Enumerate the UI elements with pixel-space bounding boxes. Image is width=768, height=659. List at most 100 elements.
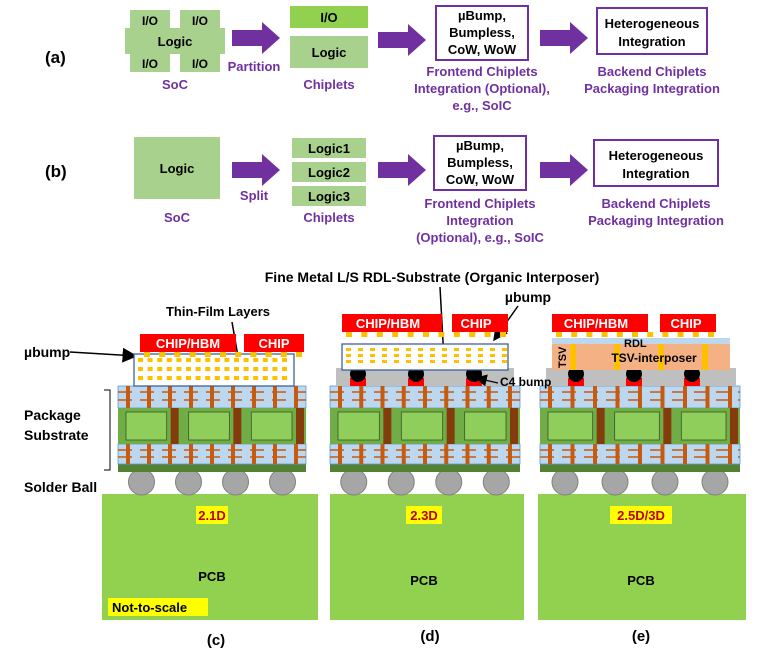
chip (452, 314, 508, 332)
rdl-trace (442, 354, 447, 357)
chip (660, 314, 716, 332)
rdl-trace (406, 360, 411, 363)
buildup-via (168, 444, 172, 464)
thin-film-trace (195, 358, 201, 362)
thin-film-trace (224, 367, 230, 371)
ubump (586, 332, 593, 337)
row-b-label: (b) (45, 162, 67, 181)
tsv-interposer-label: TSV-interposer (611, 351, 697, 365)
thin-film-trace (205, 376, 211, 380)
rdl-trace (502, 348, 507, 351)
rdl-trace (382, 360, 387, 363)
rdl-trace (406, 348, 411, 351)
thin-film-trace (166, 376, 172, 380)
buildup-via (615, 386, 620, 408)
thin-film-trace (272, 367, 278, 371)
tag-background (406, 506, 442, 524)
ubump (556, 332, 562, 337)
core-via (296, 408, 304, 444)
panel-caption: (e) (632, 628, 650, 645)
rdl-trace (502, 360, 507, 363)
buildup-via (638, 444, 642, 464)
frontend-caption-line: (Optional), e.g., SoIC (416, 230, 544, 245)
buildup-via (252, 386, 256, 408)
core-cell (680, 411, 727, 441)
ubump (159, 352, 166, 357)
thin-film-trace (253, 358, 259, 362)
solder-ball (651, 468, 679, 496)
buildup-via (638, 386, 642, 408)
frontend-caption-line: e.g., SoIC (452, 98, 512, 113)
solder-ball (222, 468, 249, 496)
thin-film-trace (157, 376, 163, 380)
row-a-soc: I/O I/O I/O I/O Logic SoC (125, 10, 225, 92)
chip-label: CHIP (670, 316, 701, 331)
thin-film-trace (176, 358, 182, 362)
row-a-chiplets: I/O Logic Chiplets (290, 6, 368, 92)
backend-caption-line: Packaging Integration (588, 213, 724, 228)
chip-hbm (552, 314, 648, 332)
thin-film-trace (253, 367, 259, 371)
soc-io-block (130, 52, 170, 72)
package-stack-2-3d (329, 314, 521, 496)
core-via (510, 408, 518, 444)
rdl-trace (370, 348, 375, 351)
rdl-trace (394, 354, 399, 357)
rdl-trace (478, 360, 483, 363)
ubump (346, 332, 352, 337)
substrate-bracket (104, 389, 111, 471)
thin-film-trace (224, 376, 230, 380)
thin-film-trace (262, 358, 268, 362)
core-via (170, 408, 179, 444)
thin-film-trace (262, 376, 268, 380)
backend-box-line: Integration (618, 34, 685, 49)
backend-caption-line: Backend Chiplets (597, 64, 706, 79)
frontend-box-line: CoW, WoW (448, 42, 517, 57)
c4-bump-label: C4 bump (500, 375, 551, 389)
core-cell (400, 411, 444, 441)
pcb-panel-c: 2.1D PCB Not-to-scale (c) (102, 494, 318, 649)
core-via (446, 408, 455, 444)
row-a-label: (a) (45, 48, 66, 67)
rdl-trace (442, 360, 447, 363)
solder-ball (601, 468, 629, 496)
rdl-trace (466, 348, 471, 351)
ubump (235, 352, 242, 357)
row-a-frontend: µBump, Bumpless, CoW, WoW Frontend Chipl… (414, 5, 550, 113)
rdl-trace (418, 354, 423, 357)
rdl-substrate-title: Fine Metal L/S RDL-Substrate (Organic In… (265, 269, 600, 285)
rdl-trace (358, 360, 363, 363)
rdl-trace (478, 348, 483, 351)
thin-film-trace (243, 376, 249, 380)
buildup-via (570, 386, 575, 408)
buildup-via (683, 444, 687, 464)
frontend-box (435, 5, 529, 61)
thin-film-trace (166, 358, 172, 362)
backend-caption-line: Packaging Integration (584, 81, 720, 96)
buildup-via (380, 444, 385, 464)
buildup-via (486, 386, 491, 408)
solder-ball (269, 468, 296, 496)
buildup-via (147, 386, 151, 408)
package-substrate-label: Package (24, 407, 81, 423)
buildup-via (294, 386, 298, 408)
thin-film-trace (147, 376, 153, 380)
core-via (730, 408, 738, 444)
thin-film-trace (176, 376, 182, 380)
thin-film-trace (186, 376, 191, 380)
buildup-via (359, 444, 364, 464)
buildup-via (593, 386, 597, 408)
split-label: Split (240, 188, 269, 203)
pcb-panel-e: 2.5D/3D PCB (e) (538, 494, 746, 645)
rdl-trace (358, 354, 363, 357)
solder-ball (175, 468, 202, 496)
soc-io-block (130, 10, 170, 30)
rdl-trace (394, 348, 399, 351)
solder-ball (435, 468, 463, 496)
buildup-via (338, 386, 342, 408)
buildup-via (683, 386, 687, 408)
backend-arrow (540, 22, 588, 54)
thin-film-trace (214, 358, 220, 362)
thin-film-trace (224, 358, 230, 362)
thin-film-trace (282, 367, 287, 371)
